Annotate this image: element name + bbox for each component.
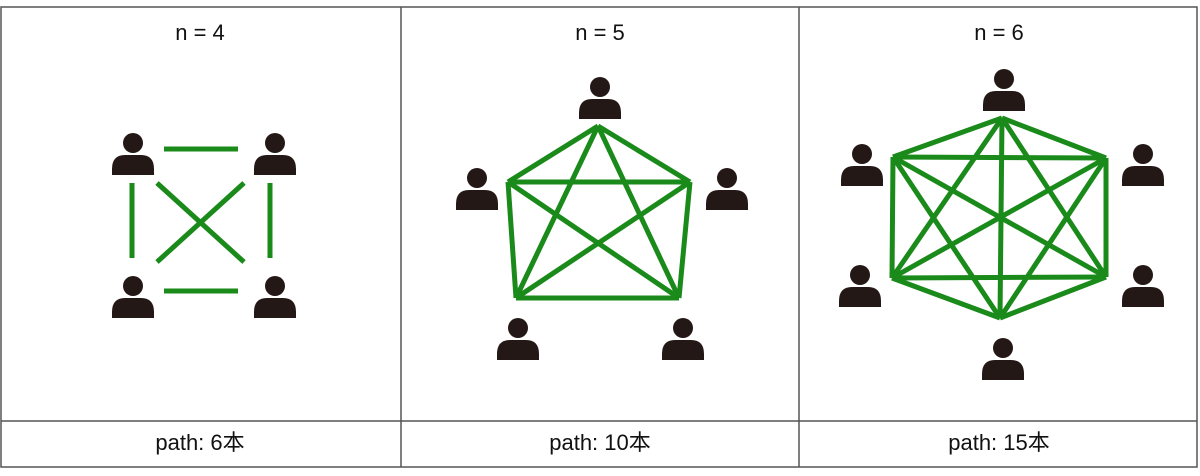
- connection-path: [1001, 115, 1107, 161]
- connection-path: [999, 116, 1109, 279]
- connection-path: [997, 156, 1109, 320]
- connection-path: [505, 181, 519, 299]
- connection-path: [514, 179, 692, 301]
- person-icon: [112, 276, 154, 318]
- connection-path: [513, 124, 601, 300]
- person-icon: [456, 168, 498, 210]
- person-icon: [254, 133, 296, 175]
- person-icon: [579, 77, 621, 119]
- panel-3-title: n = 6: [974, 20, 1024, 45]
- panel-1-title: n = 4: [175, 20, 225, 45]
- person-icon: [841, 144, 883, 186]
- connection-path: [595, 124, 682, 300]
- connection-path: [891, 274, 1107, 281]
- connection-path: [890, 155, 1003, 320]
- connection-path: [999, 274, 1107, 321]
- person-icon: [662, 318, 704, 360]
- connection-path: [155, 181, 246, 264]
- person-icon: [1122, 265, 1164, 307]
- person-icon: [1122, 144, 1164, 186]
- person-icon: [982, 338, 1024, 380]
- connection-path: [892, 115, 1003, 160]
- connection-path: [891, 275, 1001, 321]
- person-icon: [112, 133, 154, 175]
- table-border: [0, 6, 1198, 468]
- person-icon: [706, 168, 748, 210]
- panel-3-caption: path: 15本: [948, 430, 1050, 455]
- panel-2-caption: path: 10本: [549, 430, 651, 455]
- connection-path: [506, 179, 681, 301]
- panel-1-caption: path: 6本: [155, 430, 245, 455]
- panel-2-title: n = 5: [575, 20, 625, 45]
- connection-path: [889, 156, 896, 279]
- person-icon: [983, 69, 1025, 111]
- connection-path: [596, 123, 692, 185]
- connection-path: [506, 123, 600, 185]
- person-icon: [497, 318, 539, 360]
- connection-path: [892, 154, 1107, 161]
- connection-path: [891, 154, 1108, 280]
- person-icon: [254, 276, 296, 318]
- connection-path: [676, 181, 693, 299]
- person-icon: [839, 265, 881, 307]
- connection-path: [889, 116, 1005, 280]
